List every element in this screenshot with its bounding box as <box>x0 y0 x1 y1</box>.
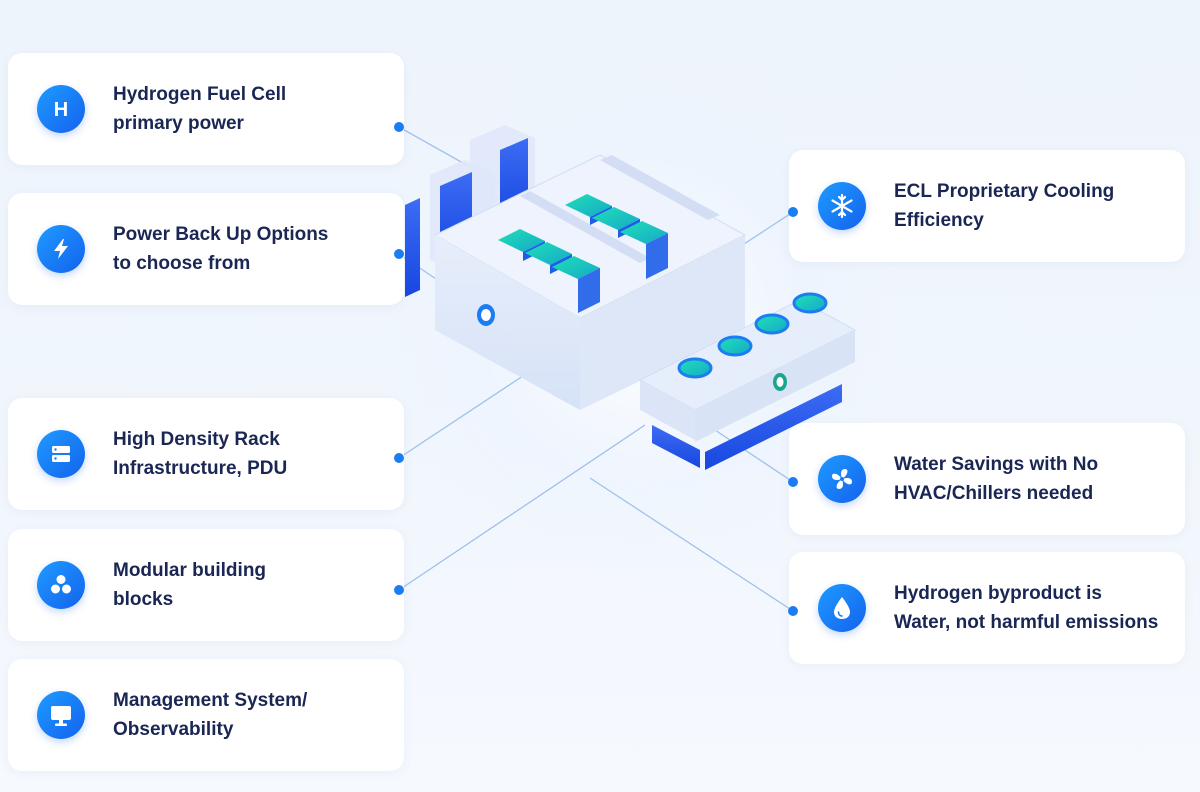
modules-icon <box>37 561 85 609</box>
connector-dot-hydrogen-byproduct <box>788 606 798 616</box>
main-building <box>433 154 747 410</box>
feature-text: Hydrogen byproduct is Water, not harmful… <box>894 579 1158 637</box>
snowflake-icon <box>818 182 866 230</box>
connector-dot-hydrogen-fuel-cell <box>394 122 404 132</box>
lightning-icon <box>37 225 85 273</box>
feature-card-management-system: Management System/ Observability <box>8 659 404 771</box>
feature-title-line2: Efficiency <box>894 210 984 231</box>
feature-title-line1: High Density Rack <box>113 429 280 450</box>
feature-card-water-savings: Water Savings with No HVAC/Chillers need… <box>789 423 1185 535</box>
feature-card-hydrogen-byproduct: Hydrogen byproduct is Water, not harmful… <box>789 552 1185 664</box>
fan-icon <box>818 455 866 503</box>
feature-card-high-density-rack: High Density Rack Infrastructure, PDU <box>8 398 404 510</box>
water-drop-icon <box>818 584 866 632</box>
connector-dot-modular-building <box>394 585 404 595</box>
feature-card-ecl-cooling: ECL Proprietary Cooling Efficiency <box>789 150 1185 262</box>
feature-text: Management System/ Observability <box>113 686 307 744</box>
connector-dot-high-density-rack <box>394 453 404 463</box>
feature-text: Hydrogen Fuel Cell primary power <box>113 80 286 138</box>
feature-title-line2: to choose from <box>113 253 251 274</box>
feature-title-line1: Water Savings with No <box>894 454 1099 475</box>
hydrogen-icon: H <box>37 85 85 133</box>
feature-card-power-backup: Power Back Up Options to choose from <box>8 193 404 305</box>
hydrogen-icon-glyph: H <box>54 99 68 121</box>
feature-card-modular-building: Modular building blocks <box>8 529 404 641</box>
feature-title-line2: blocks <box>113 589 174 610</box>
feature-title-line2: Observability <box>113 719 234 740</box>
feature-card-hydrogen-fuel-cell: H Hydrogen Fuel Cell primary power <box>8 53 404 165</box>
feature-title-line1: Power Back Up Options <box>113 224 329 245</box>
connector-dot-ecl-cooling <box>788 207 798 217</box>
feature-text: ECL Proprietary Cooling Efficiency <box>894 177 1114 235</box>
server-racks <box>498 194 668 313</box>
feature-title-line1: Hydrogen Fuel Cell <box>113 84 287 105</box>
feature-title-line1: ECL Proprietary Cooling <box>894 181 1115 202</box>
feature-title-line1: Hydrogen byproduct is <box>894 583 1102 604</box>
feature-text: Water Savings with No HVAC/Chillers need… <box>894 450 1098 508</box>
feature-title-line1: Management System/ <box>113 690 308 711</box>
connector-modular-building <box>398 424 646 591</box>
feature-title-line2: primary power <box>113 113 244 134</box>
connector-dot-water-savings <box>788 477 798 487</box>
connector-hydrogen-byproduct <box>589 477 794 612</box>
server-rack-icon <box>37 430 85 478</box>
connector-dot-power-backup <box>394 249 404 259</box>
monitor-icon <box>37 691 85 739</box>
feature-text: Power Back Up Options to choose from <box>113 220 328 278</box>
feature-title-line2: Infrastructure, PDU <box>113 458 288 479</box>
feature-text: High Density Rack Infrastructure, PDU <box>113 425 287 483</box>
feature-title-line1: Modular building <box>113 560 267 581</box>
feature-title-line2: Water, not harmful emissions <box>894 612 1159 633</box>
feature-text: Modular building blocks <box>113 556 266 614</box>
cooling-unit <box>638 292 857 470</box>
feature-title-line2: HVAC/Chillers needed <box>894 483 1094 504</box>
